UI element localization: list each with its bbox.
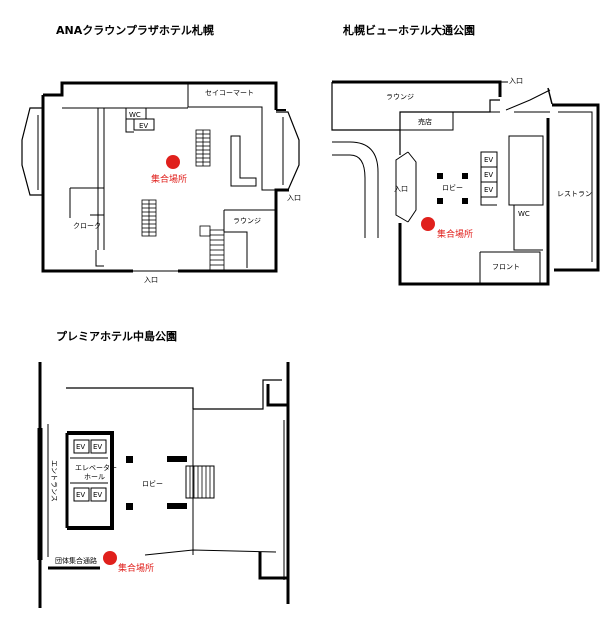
plan2-wc-label: WC xyxy=(518,210,530,218)
plan2-pillars xyxy=(437,173,468,204)
plan2-lounge-label: ラウンジ xyxy=(386,93,414,101)
plan2-ev1-label: EV xyxy=(484,156,493,164)
plan2-labels: ラウンジ 入口 売店 EV EV EV ロビー 入口 集合場所 WC レストラン… xyxy=(386,77,592,271)
plan2-lobby-label: ロビー xyxy=(442,183,463,192)
plan1-title: ANAクラウンプラザホテル札幌 xyxy=(56,24,214,37)
plan1-cloak-label: クローク xyxy=(73,222,101,230)
plan2-shop-label: 売店 xyxy=(418,117,432,126)
plan3-ev3-label: EV xyxy=(76,491,85,499)
plan1-wc-label: WC xyxy=(129,111,141,119)
plan3-elevator-hall-1: エレベーター xyxy=(75,463,117,472)
plan2-front-label: フロント xyxy=(492,263,520,271)
plan1-lounge-label: ラウンジ xyxy=(233,217,261,225)
plan3-elevator-hall-2: ホール xyxy=(84,473,105,481)
plan3-lobby-label: ロビー xyxy=(142,479,163,488)
plan2-meeting-label: 集合場所 xyxy=(437,228,473,240)
plan3-title: プレミアホテル中島公園 xyxy=(56,330,177,343)
plan2-restaurant-label: レストラン xyxy=(557,190,592,198)
plan3-ev2-label: EV xyxy=(93,443,102,451)
plan3-group-path-label: 団体集合通路 xyxy=(55,556,97,565)
plan3-ev4-label: EV xyxy=(93,491,102,499)
plan1-meeting-marker xyxy=(166,155,180,169)
plan3-floorplan xyxy=(37,362,290,608)
plan2-floorplan xyxy=(331,80,600,286)
plan1-shop-label: セイコーマート xyxy=(205,89,254,97)
plan1-labels: セイコーマート WC EV 集合場所 クローク ラウンジ 入口 入口 xyxy=(73,89,301,284)
plan2-title: 札幌ビューホテル大通公園 xyxy=(343,24,475,37)
plan3-ev1-label: EV xyxy=(76,443,85,451)
plan1-floorplan xyxy=(21,81,300,273)
plan2-meeting-marker xyxy=(421,217,435,231)
plan1-meeting-label: 集合場所 xyxy=(151,173,187,185)
plan2-entrance-top: 入口 xyxy=(509,77,523,85)
plan3-entrance-label: エントランス xyxy=(50,460,58,502)
plan2-entrance-left: 入口 xyxy=(394,185,408,193)
plan3-meeting-label: 集合場所 xyxy=(118,562,154,574)
plan1-entrance-bottom: 入口 xyxy=(144,276,158,284)
plan3-pillars xyxy=(126,456,187,510)
plan2-ev3-label: EV xyxy=(484,186,493,194)
plan3-meeting-marker xyxy=(103,551,117,565)
plan3-labels: EV EV EV EV エレベーター ホール ロビー エントランス 団体集合通路… xyxy=(50,443,163,574)
plan1-ev-label: EV xyxy=(139,122,148,130)
plan2-ev2-label: EV xyxy=(484,171,493,179)
plan1-entrance-right: 入口 xyxy=(287,194,301,202)
